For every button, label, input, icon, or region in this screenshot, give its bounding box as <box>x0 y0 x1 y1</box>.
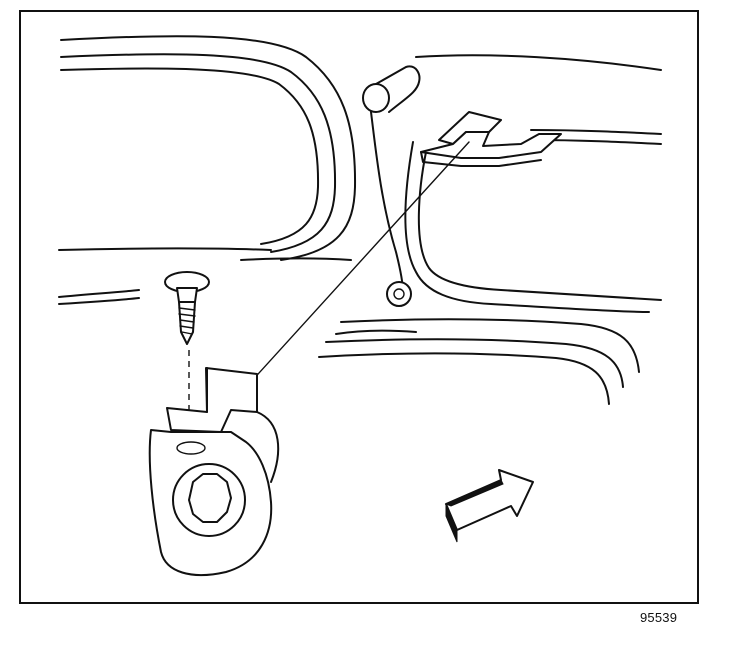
lower-body-lines <box>58 257 640 405</box>
grommet <box>386 281 412 307</box>
figure-number: 95539 <box>640 610 678 625</box>
pillar-lines <box>370 111 662 313</box>
illustration-frame <box>19 10 699 604</box>
latch-receptacle <box>420 111 562 167</box>
screw-icon <box>164 271 210 345</box>
bumper-stop <box>362 65 421 113</box>
leader-lines <box>188 141 470 450</box>
bracket-icon <box>148 367 280 576</box>
technical-illustration <box>58 35 662 576</box>
arrow-icon <box>444 469 534 543</box>
upper-window-opening <box>58 35 357 261</box>
